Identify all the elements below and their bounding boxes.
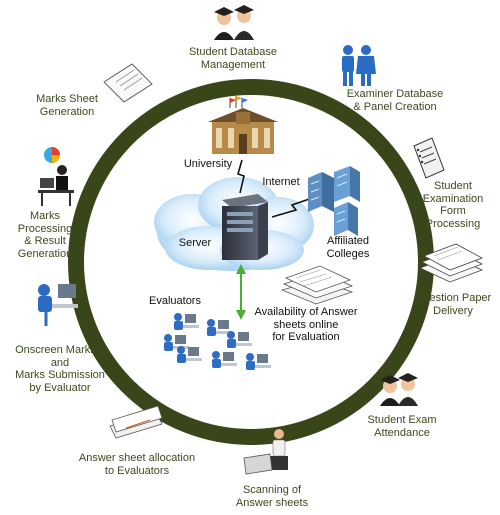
label-line: Student	[434, 180, 472, 192]
marks-processing-icon	[38, 147, 74, 206]
label-line: sheets online	[273, 318, 339, 331]
label-line: Processing	[425, 217, 481, 230]
college-link	[271, 195, 319, 218]
label-line: for Evaluation	[272, 331, 340, 343]
label-student-exam-form: Student Examination Form Processing	[412, 180, 494, 230]
label-line: Colleges	[326, 247, 370, 260]
label-line: Attendance	[374, 426, 430, 439]
label-line: Evaluators	[149, 295, 201, 307]
question-paper-stack-icon	[418, 243, 484, 283]
label-line: Server	[178, 237, 212, 249]
label-line: Form	[440, 205, 466, 217]
label-line: by Evaluator	[29, 381, 91, 394]
server-icon	[222, 194, 268, 260]
answer-sheets-stack-icon	[280, 265, 354, 305]
attendance-graduates-icon	[380, 373, 418, 406]
graduates-icon	[214, 5, 254, 40]
label-question-paper: Question Paper Delivery	[408, 292, 498, 317]
label-answer-allocation: Answer sheet allocation to Evaluators	[62, 452, 212, 477]
label-line: Examination	[422, 192, 484, 205]
label-affiliated-colleges: Affiliated Colleges	[316, 235, 380, 260]
evaluators-cluster-icon	[164, 313, 271, 370]
label-marks-processing: Marks Processing & Result Generation	[10, 210, 80, 260]
label-marks-sheet: Marks Sheet Generation	[22, 93, 112, 118]
marks-sheet-document-icon	[103, 63, 153, 103]
label-line: to Evaluators	[104, 464, 170, 477]
label-line: Availability of Answer	[254, 306, 358, 318]
label-internet: Internet	[254, 176, 308, 189]
label-line: & Result	[24, 235, 66, 247]
label-line: Student Exam	[367, 414, 437, 426]
label-line: Examiner Database	[346, 88, 444, 100]
university-building-icon	[208, 96, 278, 154]
label-server: Server	[170, 237, 220, 250]
label-availability: Availability of Answer sheets online for…	[246, 306, 366, 344]
allocation-stack-icon	[109, 405, 163, 439]
label-line: Management	[200, 58, 266, 71]
scanner-person-icon	[243, 429, 288, 475]
label-line: Processing	[17, 222, 73, 235]
label-line: Generation	[39, 105, 95, 118]
label-university: University	[176, 158, 240, 171]
label-scanning: Scanning of Answer sheets	[222, 484, 322, 509]
label-examiner-database: Examiner Database & Panel Creation	[330, 88, 460, 113]
label-student-database: Student Database Management	[168, 46, 298, 71]
label-line: and	[50, 356, 70, 369]
university-link	[237, 159, 245, 194]
server-evaluator-arrow	[236, 264, 246, 320]
label-line: Marks Sheet	[36, 93, 98, 105]
affiliated-colleges-icon	[308, 166, 360, 236]
label-line: Generation	[17, 247, 73, 260]
label-line: Answer sheet allocation	[78, 452, 196, 464]
label-line: University	[183, 158, 233, 170]
label-line: Student Database	[188, 46, 278, 58]
label-evaluators: Evaluators	[140, 295, 210, 308]
label-line: & Panel Creation	[353, 100, 437, 113]
label-line: Delivery	[433, 304, 473, 317]
examiner-people-icon	[342, 45, 376, 86]
label-line: Marks	[30, 210, 60, 222]
label-exam-attendance: Student Exam Attendance	[352, 414, 452, 439]
label-line: Onscreen Marking	[15, 344, 105, 356]
label-line: Marks Submission	[15, 369, 105, 381]
label-line: Question Paper	[414, 292, 492, 304]
label-line: Answer sheets	[235, 496, 309, 509]
form-notepad-icon	[413, 137, 445, 179]
label-onscreen-marking: Onscreen Marking and Marks Submission by…	[2, 344, 118, 394]
label-line: Affiliated	[327, 235, 369, 247]
label-line: Scanning of	[242, 484, 302, 496]
onscreen-marking-person-icon	[38, 284, 78, 326]
label-line: Internet	[262, 176, 300, 188]
